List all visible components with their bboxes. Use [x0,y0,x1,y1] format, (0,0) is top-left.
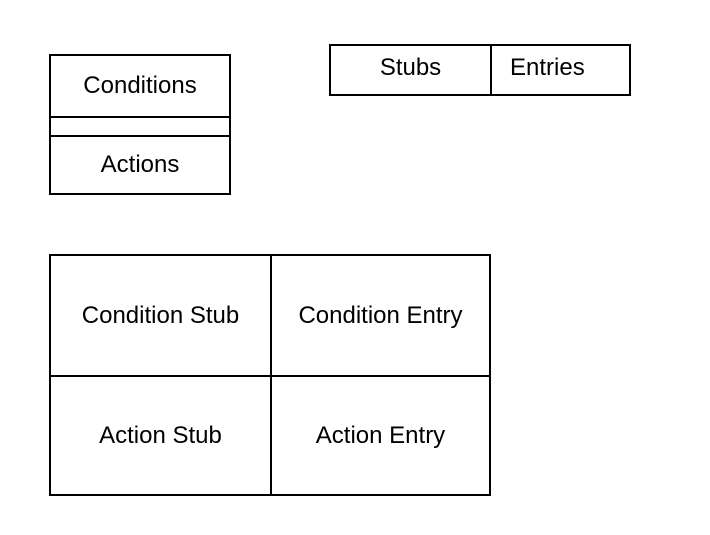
decision-table-quadrants: Condition Stub Condition Entry Action St… [49,254,491,496]
stubs-cell: Stubs [379,54,442,81]
stubs-entries-divider [490,46,492,94]
action-entry-cell: Action Entry [315,421,446,449]
condition-entry-cell: Condition Entry [298,301,463,329]
actions-divider [51,135,229,137]
conditions-divider [51,116,229,118]
conditions-actions-table: Conditions Actions [49,54,231,195]
actions-cell: Actions [100,151,180,178]
stubs-entries-table: Stubs Entries [329,44,631,96]
condition-stub-cell: Condition Stub [81,301,240,329]
quadrant-horizontal-divider [51,375,489,377]
action-stub-cell: Action Stub [99,421,222,449]
entries-cell: Entries [510,54,585,81]
conditions-cell: Conditions [83,72,197,99]
